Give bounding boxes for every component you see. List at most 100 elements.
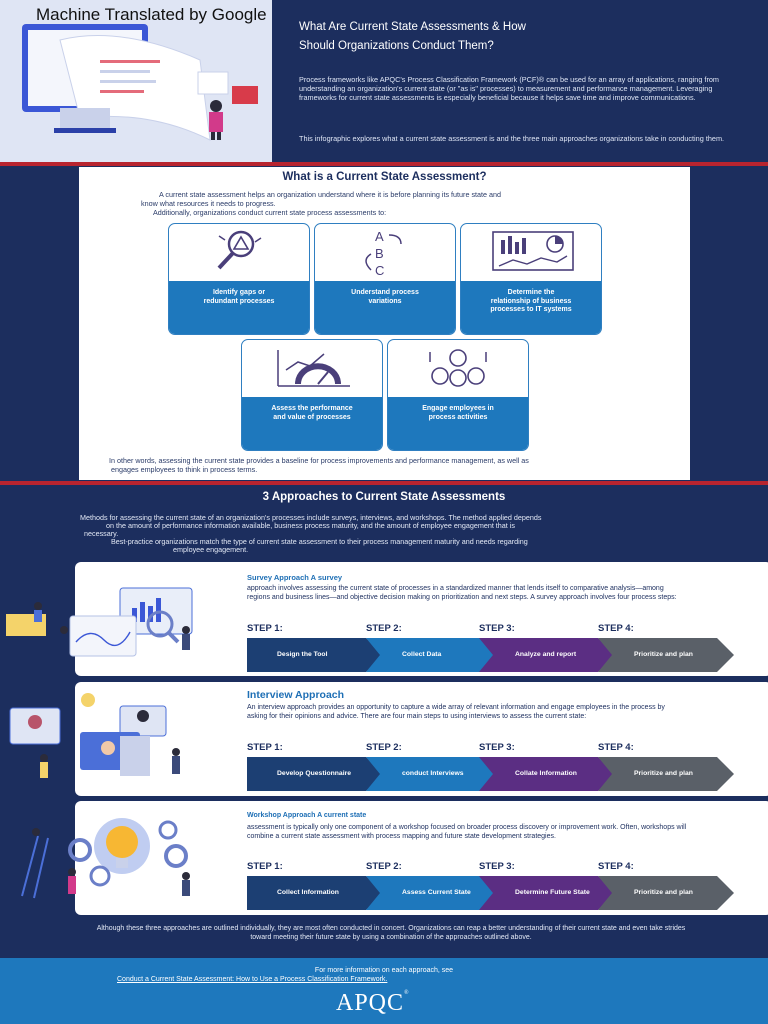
step-3-arrow: Collate Information (479, 757, 615, 791)
step-3-text: Analyze and report (515, 650, 577, 658)
step-2-arrow: Assess Current State (366, 876, 502, 910)
machine-translated-banner: Machine Translated by Google (36, 5, 267, 24)
workshop-approach-text: assessment is typically only one compone… (247, 824, 687, 840)
interview-approach-text: An interview approach provides an opport… (247, 704, 665, 720)
step-2-text: Collect Data (402, 650, 442, 658)
approaches-heading: 3 Approaches to Current State Assessment… (262, 491, 506, 503)
step-4-arrow: Prioritize and plan (598, 638, 734, 672)
step-4-label: STEP 4: (598, 623, 634, 634)
page-title: What Are Current State Assessments & How… (299, 18, 739, 56)
step-1-arrow: Collect Information (247, 876, 383, 910)
step-1-text: Develop Questionnaire (277, 769, 352, 777)
survey-illustration (0, 566, 230, 676)
people-group-icon (429, 349, 487, 387)
step-4-text: Prioritize and plan (634, 650, 693, 658)
card-label: Determine the relationship of business p… (490, 289, 572, 314)
svg-text:B: B (375, 246, 384, 261)
intro-paragraph: Process frameworks like APQC's Process C… (299, 75, 720, 103)
section-divider (0, 162, 768, 166)
card-engage-employees: Engage employees in process activities (387, 339, 529, 451)
survey-steps: STEP 1: Design the Tool STEP 2: Collect Dat… (247, 623, 737, 672)
step-4-text: Prioritize and plan (634, 769, 693, 777)
what-is-section: What is a Current State Assessment? A cu… (79, 167, 690, 480)
survey-approach-text: approach involves assessing the current … (247, 585, 677, 601)
step-4-text: Prioritize and plan (634, 888, 693, 896)
footer (0, 958, 768, 1024)
step-3-text: Collate Information (515, 769, 577, 777)
section-divider-2 (0, 481, 768, 485)
card-understand-variations: A B C Understand process variations (314, 223, 456, 335)
step-4-label: STEP 4: (598, 861, 634, 872)
step-3-label: STEP 3: (479, 742, 515, 753)
approaches-closing: Although these three approaches are outl… (96, 925, 686, 942)
video-interview-illustration (9, 693, 180, 778)
step-3-arrow-shape (479, 876, 615, 910)
section-closing-2: engages employees to think in process te… (111, 465, 258, 474)
page-title-line-2: Should Organizations Conduct Them? (299, 40, 494, 52)
footer-text: For more information on each approach, s… (314, 967, 454, 974)
step-3-arrow: Analyze and report (479, 638, 615, 672)
magnifier-warning-icon (217, 230, 262, 270)
step-4-arrow-shape (598, 638, 734, 672)
gauge-chart-icon (277, 350, 350, 387)
step-3-label: STEP 3: (479, 861, 515, 872)
intro-paragraph-2: This infographic explores what a current… (299, 134, 725, 143)
interview-steps: STEP 1: Develop Questionnaire STEP 2: condu… (247, 742, 737, 791)
card-label: Understand process variations (351, 289, 419, 305)
step-4-arrow-shape (598, 876, 734, 910)
step-2-label: STEP 2: (366, 742, 402, 753)
workshop-illustration (0, 806, 230, 916)
step-1-arrow: Design the Tool (247, 638, 383, 672)
step-2-arrow: conduct Interviews (366, 757, 502, 791)
step-4-arrow-shape (598, 757, 734, 791)
card-identify-gaps: Identify gaps or redundant processes (168, 223, 310, 335)
step-1-arrow-shape (247, 638, 383, 672)
approaches-intro-1: Methods for assessing the current state … (80, 513, 542, 522)
step-2-arrow-shape (366, 757, 502, 791)
step-2-text: Assess Current State (402, 888, 471, 896)
card-label: Engage employees in process activities (422, 405, 494, 421)
step-4-arrow: Prioritize and plan (598, 757, 734, 791)
step-1-arrow: Develop Questionnaire (247, 757, 383, 791)
step-2-arrow-shape (366, 876, 502, 910)
survey-approach-title: Survey Approach A survey (247, 573, 343, 582)
section-closing-1: In other words, assessing the current st… (109, 456, 529, 465)
card-assess-performance: Assess the performance and value of proc… (241, 339, 383, 451)
purpose-intro: Additionally, organizations conduct curr… (153, 208, 387, 217)
lightbulb-gears-illustration (21, 818, 190, 899)
card-relationship: Determine the relationship of business p… (460, 223, 602, 335)
step-1-label: STEP 1: (247, 623, 283, 634)
step-3-arrow: Determine Future State (479, 876, 615, 910)
step-2-label: STEP 2: (366, 623, 402, 634)
document-review-illustration (0, 0, 272, 162)
logo-mark: ® (404, 990, 410, 996)
step-1-arrow-shape (247, 757, 383, 791)
workshop-approach-title: Workshop Approach A current state (247, 812, 367, 819)
interview-illustration (0, 686, 230, 796)
header-illustration (0, 0, 272, 162)
resource-link[interactable]: Conduct a Current State Assessment: How … (117, 976, 388, 983)
step-2-label: STEP 2: (366, 861, 402, 872)
definition-text-2: know what resources it needs to progress… (141, 199, 276, 208)
card-label: Assess the performance and value of proc… (271, 405, 353, 421)
step-1-text: Collect Information (277, 888, 339, 896)
svg-text:A: A (375, 229, 384, 244)
definition-text-1: A current state assessment helps an orga… (159, 190, 502, 199)
logo-text: APQC (336, 990, 405, 1016)
step-4-label: STEP 4: (598, 742, 634, 753)
step-2-arrow-shape (366, 638, 502, 672)
survey-charts-illustration (6, 587, 193, 657)
step-1-text: Design the Tool (277, 650, 328, 658)
step-1-arrow-shape (247, 876, 383, 910)
abc-variations-icon: A B C (365, 229, 402, 278)
approaches-intro-2: on the amount of performance information… (106, 521, 515, 530)
card-label: Identify gaps or redundant processes (203, 289, 275, 305)
dashboard-charts-icon (492, 231, 574, 271)
approaches-intro-4: Best-practice organizations match the ty… (111, 537, 528, 546)
step-3-arrow-shape (479, 638, 615, 672)
step-1-label: STEP 1: (247, 742, 283, 753)
apqc-logo: APQC® (336, 990, 410, 1017)
step-4-arrow: Prioritize and plan (598, 876, 734, 910)
interview-approach-title: Interview Approach (247, 689, 345, 701)
